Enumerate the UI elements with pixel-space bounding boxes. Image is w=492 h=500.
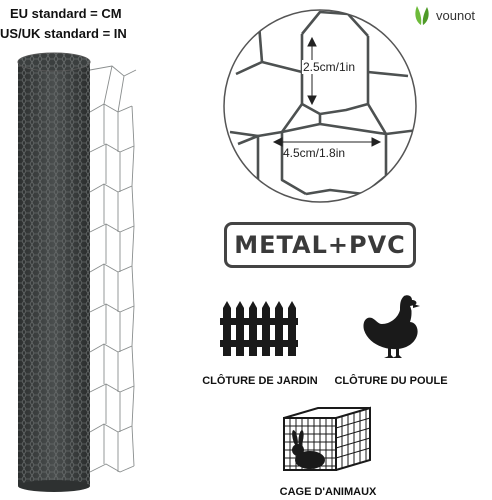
- use-label-animal-cage: CAGE D'ANIMAUX: [279, 486, 377, 498]
- fence-icon: [220, 301, 298, 356]
- rabbit-cage-icon: [283, 406, 371, 471]
- chicken-icon: [363, 295, 420, 358]
- brand-logo: vounot: [412, 4, 492, 26]
- mesh-zoom-detail: [223, 9, 417, 203]
- us-standard-label: US/UK standard = IN: [0, 26, 127, 41]
- use-label-chicken-fence: CLÔTURE DU POULE: [334, 375, 448, 387]
- leaf-logo-icon: [415, 6, 429, 25]
- material-badge: METAL+PVC: [224, 222, 416, 268]
- material-label: METAL+PVC: [234, 231, 406, 259]
- wire-mesh-roll: [17, 52, 137, 492]
- use-label-garden-fence: CLÔTURE DE JARDIN: [202, 375, 318, 387]
- mesh-height-label: 2.5cm/1in: [302, 60, 357, 74]
- eu-standard-label: EU standard = CM: [10, 6, 122, 21]
- brand-name: vounot: [436, 7, 476, 23]
- mesh-width-label: 4.5cm/1.8in: [283, 146, 346, 160]
